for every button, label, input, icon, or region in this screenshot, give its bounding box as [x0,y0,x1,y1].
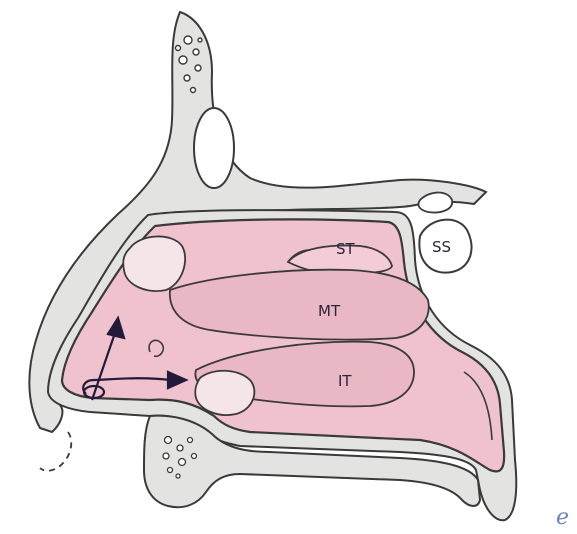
nostril-dashed-outline [40,432,71,471]
corner-mark: e [556,505,569,530]
middle-turbinate [170,270,429,340]
label-inferior-turbinate: IT [338,372,352,390]
label-middle-turbinate: MT [318,302,341,320]
frontal-sinus [194,108,234,188]
label-sphenoid-sinus: SS [432,238,451,256]
agger-nasi-nodule [123,236,185,291]
label-superior-turbinate: ST [336,240,356,258]
lower-nodule [195,371,254,415]
